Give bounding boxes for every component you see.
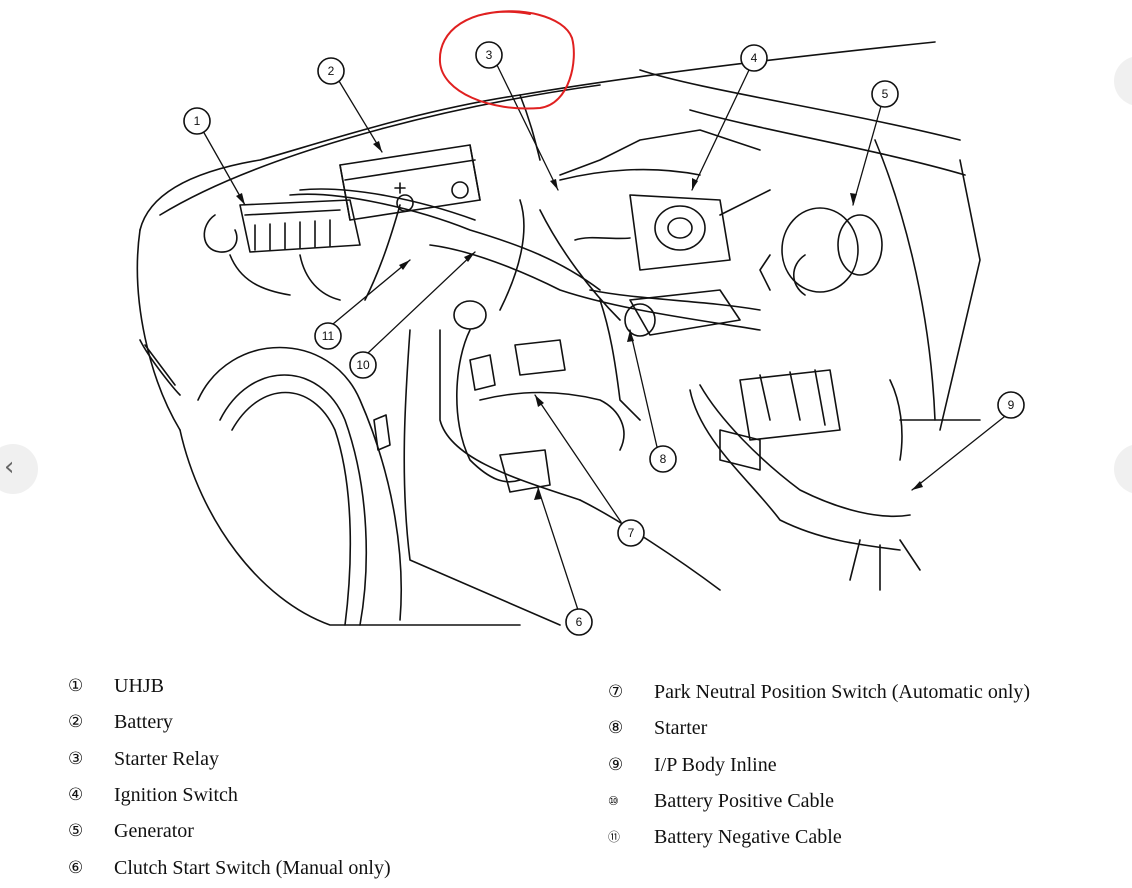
legend-item: ② Battery: [68, 704, 588, 740]
leader-lines: [202, 64, 1005, 611]
car-body: [136, 41, 981, 626]
legend-number: ⑥: [68, 857, 84, 878]
legend-label: Battery Negative Cable: [654, 826, 842, 849]
battery-component: [339, 144, 481, 301]
callout-4-label: 4: [751, 51, 758, 65]
legend-number: ⑦: [608, 682, 624, 703]
callout-1: 1: [183, 107, 211, 135]
overlay-button[interactable]: [1114, 56, 1132, 106]
legend-item: ⑤ Generator: [68, 813, 588, 849]
callout-8-label: 8: [660, 452, 667, 466]
legend-label: Battery Positive Cable: [654, 790, 834, 813]
callout-3-label: 3: [486, 48, 493, 62]
red-annotation-circle: [438, 10, 575, 110]
leader-arrowheads: [236, 141, 923, 500]
legend-item: ④ Ignition Switch: [68, 777, 588, 813]
callout-9: 9: [997, 391, 1025, 419]
ip-body-inline-component: [719, 369, 841, 471]
callout-9-label: 9: [1008, 398, 1015, 412]
next-button[interactable]: [1114, 444, 1132, 494]
engine-wiring-diagram: 1 2 3 4 5 6 7 8 9 10 11: [136, 10, 1025, 636]
legend-label: Ignition Switch: [114, 784, 238, 807]
callout-5: 5: [871, 80, 899, 108]
callout-11-label: 11: [322, 329, 335, 343]
callout-8: 8: [649, 445, 677, 473]
legend-item: ① UHJB: [68, 668, 588, 704]
callout-10-label: 10: [356, 358, 370, 372]
generator-component: [759, 207, 883, 296]
legend-item: ⑩ Battery Positive Cable: [608, 783, 1128, 819]
starter-component: [624, 289, 741, 337]
legend-label: Clutch Start Switch (Manual only): [114, 856, 391, 879]
legend-item: ⑦ Park Neutral Position Switch (Automatic…: [608, 674, 1128, 710]
legend-number: ④: [68, 785, 84, 806]
legend-number: ⑪: [608, 830, 621, 845]
legend-number: ⑨: [608, 754, 624, 775]
legend-number: ⑧: [608, 718, 624, 739]
legend-item: ③ Starter Relay: [68, 741, 588, 777]
legend-label: I/P Body Inline: [654, 753, 777, 776]
wiring-harness: [289, 129, 921, 591]
legend-label: UHJB: [114, 675, 165, 698]
callout-4: 4: [740, 44, 768, 72]
legend-right-column: ⑦ Park Neutral Position Switch (Automatic…: [608, 674, 1128, 855]
legend-left-column: ① UHJB ② Battery ③ Starter Relay ④ Ignition …: [68, 668, 588, 886]
legend-item: ⑥ Clutch Start Switch (Manual only): [68, 849, 588, 885]
legend-label: Starter Relay: [114, 747, 219, 770]
legend-number: ⑤: [68, 821, 84, 842]
callout-5-label: 5: [882, 87, 889, 101]
legend-number: ①: [68, 676, 84, 697]
chevron-left-icon: ‹: [4, 452, 15, 482]
callout-2: 2: [317, 57, 345, 85]
callout-7: 7: [617, 519, 645, 547]
callout-7-label: 7: [628, 526, 635, 540]
legend-number: ②: [68, 712, 84, 733]
legend-label: Starter: [654, 717, 708, 740]
legend-label: Park Neutral Position Switch (Automatic …: [654, 681, 1031, 704]
legend-item: ⑪ Battery Negative Cable: [608, 819, 1128, 855]
legend-item: ⑧ Starter: [608, 710, 1128, 746]
legend-item: ⑨ I/P Body Inline: [608, 747, 1128, 783]
callout-6: 6: [565, 608, 593, 636]
callout-2-label: 2: [328, 64, 335, 78]
legend-number: ③: [68, 748, 84, 769]
callout-3: 3: [475, 41, 503, 69]
callout-11: 11: [314, 322, 342, 350]
callout-6-label: 6: [576, 615, 583, 629]
ignition-switch-component: [574, 189, 771, 271]
uhjb-component: [203, 199, 361, 301]
callout-10: 10: [349, 351, 377, 379]
legend-label: Generator: [114, 820, 194, 843]
legend-number: ⑩: [608, 794, 619, 809]
switch-bracket: [453, 300, 625, 493]
legend-label: Battery: [114, 711, 173, 734]
callout-1-label: 1: [194, 114, 201, 128]
